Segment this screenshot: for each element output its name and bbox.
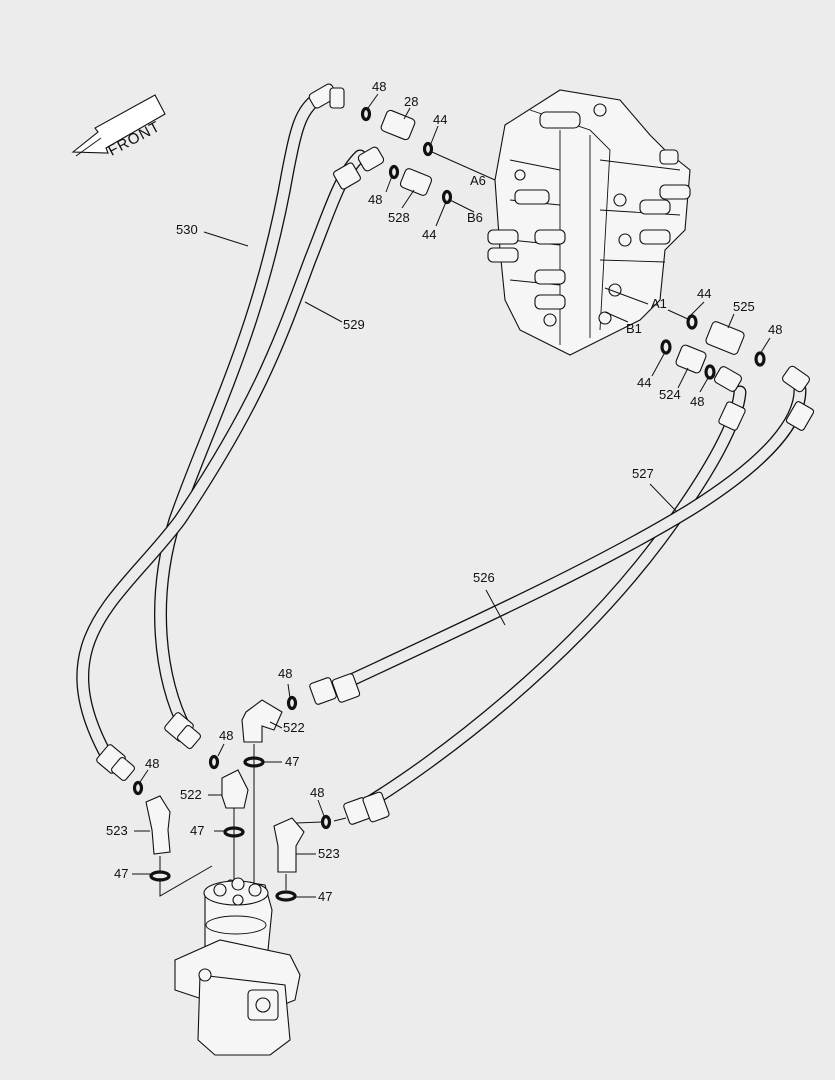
callout-28: 28 bbox=[404, 94, 418, 109]
front-arrow: FRONT bbox=[71, 94, 166, 160]
callout-529: 529 bbox=[343, 317, 365, 332]
callout-44-2: 44 bbox=[422, 227, 436, 242]
callout-48-4: 48 bbox=[690, 394, 704, 409]
callout-48-8: 48 bbox=[310, 785, 324, 800]
callout-48-5: 48 bbox=[278, 666, 292, 681]
callout-44-3: 44 bbox=[697, 286, 711, 301]
control-valve bbox=[487, 89, 691, 356]
hose-529 bbox=[76, 149, 367, 769]
callout-48-7: 48 bbox=[145, 756, 159, 771]
callout-526: 526 bbox=[473, 570, 495, 585]
fittings-right bbox=[604, 287, 766, 380]
callout-47-1: 47 bbox=[285, 754, 299, 769]
port-b6: B6 bbox=[467, 210, 483, 225]
hose-530 bbox=[154, 91, 325, 735]
callout-48-3: 48 bbox=[768, 322, 782, 337]
leader-lines bbox=[132, 93, 771, 898]
callout-524: 524 bbox=[659, 387, 681, 402]
fittings-lower bbox=[132, 695, 347, 902]
hose-526 bbox=[323, 383, 807, 697]
callout-523-1: 523 bbox=[106, 823, 128, 838]
callout-527: 527 bbox=[632, 466, 654, 481]
callout-525: 525 bbox=[733, 299, 755, 314]
port-a1: A1 bbox=[651, 296, 667, 311]
callout-44-4: 44 bbox=[637, 375, 651, 390]
hose-end-fittings bbox=[96, 83, 815, 825]
callout-528: 528 bbox=[388, 210, 410, 225]
callout-48-2: 48 bbox=[368, 192, 382, 207]
callout-47-2: 47 bbox=[190, 823, 204, 838]
callout-522-2: 522 bbox=[180, 787, 202, 802]
hose-527 bbox=[353, 385, 747, 815]
callout-530: 530 bbox=[176, 222, 198, 237]
fittings-upper-left bbox=[360, 106, 496, 213]
callout-522-1: 522 bbox=[283, 720, 305, 735]
port-b1: B1 bbox=[626, 321, 642, 336]
callout-47-3: 47 bbox=[114, 866, 128, 881]
callout-44-1: 44 bbox=[433, 112, 447, 127]
callout-47-4: 47 bbox=[318, 889, 332, 904]
callout-523-2: 523 bbox=[318, 846, 340, 861]
callout-labels: A6 B6 A1 B1 48 28 44 48 528 44 530 529 4… bbox=[106, 79, 782, 904]
swivel-motor bbox=[174, 877, 301, 1056]
callout-48-6: 48 bbox=[219, 728, 233, 743]
callout-48-1: 48 bbox=[372, 79, 386, 94]
port-a6: A6 bbox=[470, 173, 486, 188]
